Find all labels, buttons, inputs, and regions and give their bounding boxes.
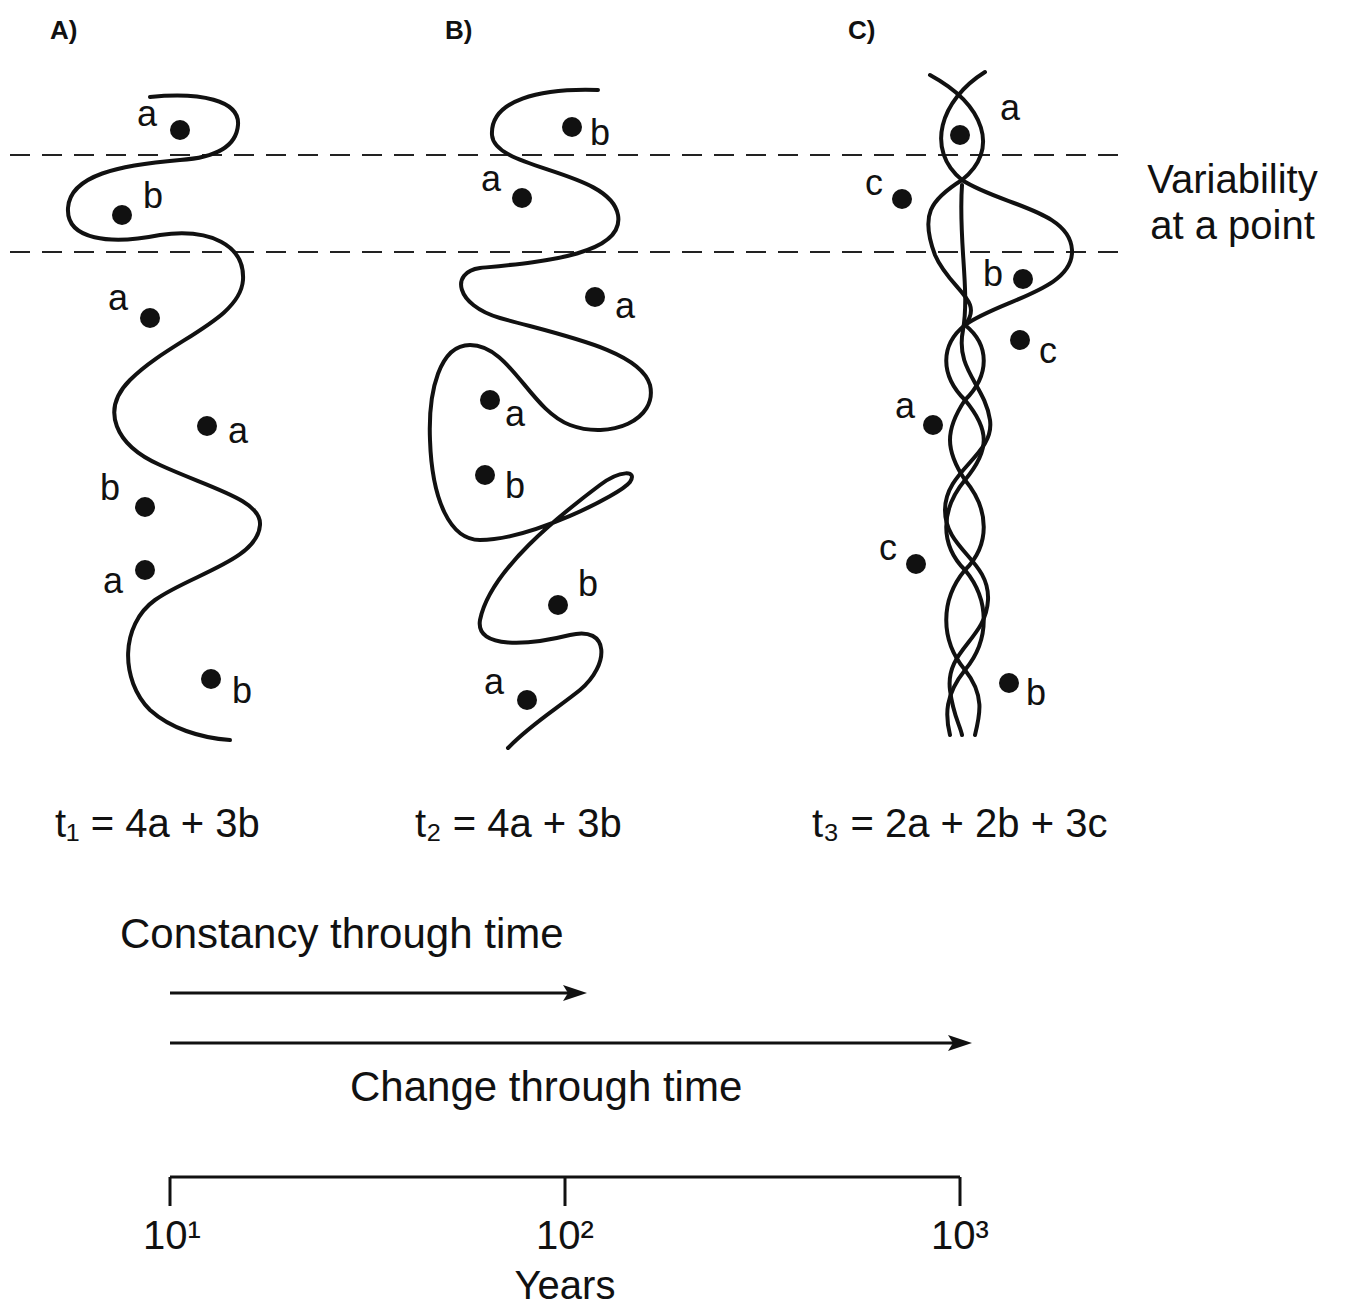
point xyxy=(197,416,217,436)
point xyxy=(170,120,190,140)
point xyxy=(475,465,495,485)
arrow-shaft xyxy=(170,992,572,995)
equation: t₂ = 4a + 3b xyxy=(415,800,622,846)
point-label: a xyxy=(484,661,504,702)
dashed-line xyxy=(10,251,1128,253)
point xyxy=(548,595,568,615)
tick-label: 10³ xyxy=(931,1212,989,1258)
arrow-head xyxy=(563,985,587,1001)
point xyxy=(923,415,943,435)
point xyxy=(999,673,1019,693)
axis-tick xyxy=(169,1177,172,1206)
equation: t₁ = 4a + 3b xyxy=(55,800,260,846)
points xyxy=(112,117,1033,710)
point-label: a xyxy=(505,393,525,434)
point-label: a xyxy=(228,410,248,451)
point xyxy=(906,554,926,574)
arrow-label: Constancy through time xyxy=(120,910,564,958)
point xyxy=(1013,269,1033,289)
point-label: a xyxy=(103,560,123,601)
tick-label: 10² xyxy=(536,1212,594,1258)
panel-letter: A) xyxy=(50,16,77,46)
point xyxy=(892,189,912,209)
time-axis xyxy=(170,1177,960,1206)
point xyxy=(480,390,500,410)
point-label: a xyxy=(615,285,635,326)
point-label: a xyxy=(481,158,501,199)
arrow-head xyxy=(948,1035,972,1051)
point xyxy=(1010,330,1030,350)
panel-letter: B) xyxy=(445,16,472,46)
point xyxy=(585,287,605,307)
point-label: b xyxy=(578,563,598,604)
point xyxy=(517,690,537,710)
point-label: b xyxy=(983,253,1003,294)
wavy-line xyxy=(68,96,260,740)
point-label: a xyxy=(1000,87,1020,128)
axis-tick xyxy=(959,1177,962,1206)
point-label: a xyxy=(137,93,157,134)
point-label: b xyxy=(590,112,610,153)
wavy-line xyxy=(430,90,651,748)
point xyxy=(950,125,970,145)
equation: t₃ = 2a + 2b + 3c xyxy=(812,800,1107,846)
arrow-shaft xyxy=(170,1042,957,1045)
time-arrows xyxy=(170,985,972,1051)
point-label: c xyxy=(865,162,883,203)
axis-title: Years xyxy=(515,1262,616,1308)
point xyxy=(512,188,532,208)
axis-tick xyxy=(564,1177,567,1206)
point-label: a xyxy=(895,385,915,426)
wavy-lines xyxy=(68,72,1072,748)
tick-label: 10¹ xyxy=(143,1212,201,1258)
point-label: a xyxy=(108,277,128,318)
arrow-label: Change through time xyxy=(350,1063,742,1111)
point xyxy=(201,669,221,689)
point-label: c xyxy=(879,527,897,568)
band-label: Variability at a point xyxy=(1130,156,1335,248)
point xyxy=(140,308,160,328)
point xyxy=(135,497,155,517)
point xyxy=(135,560,155,580)
point xyxy=(112,205,132,225)
panel-letter: C) xyxy=(848,16,875,46)
point-label: b xyxy=(505,465,525,506)
dashed-line xyxy=(10,154,1128,156)
point xyxy=(562,117,582,137)
point-label: b xyxy=(100,467,120,508)
point-label: c xyxy=(1039,330,1057,371)
point-label: b xyxy=(232,670,252,711)
point-label: b xyxy=(1026,672,1046,713)
point-label: b xyxy=(143,175,163,216)
